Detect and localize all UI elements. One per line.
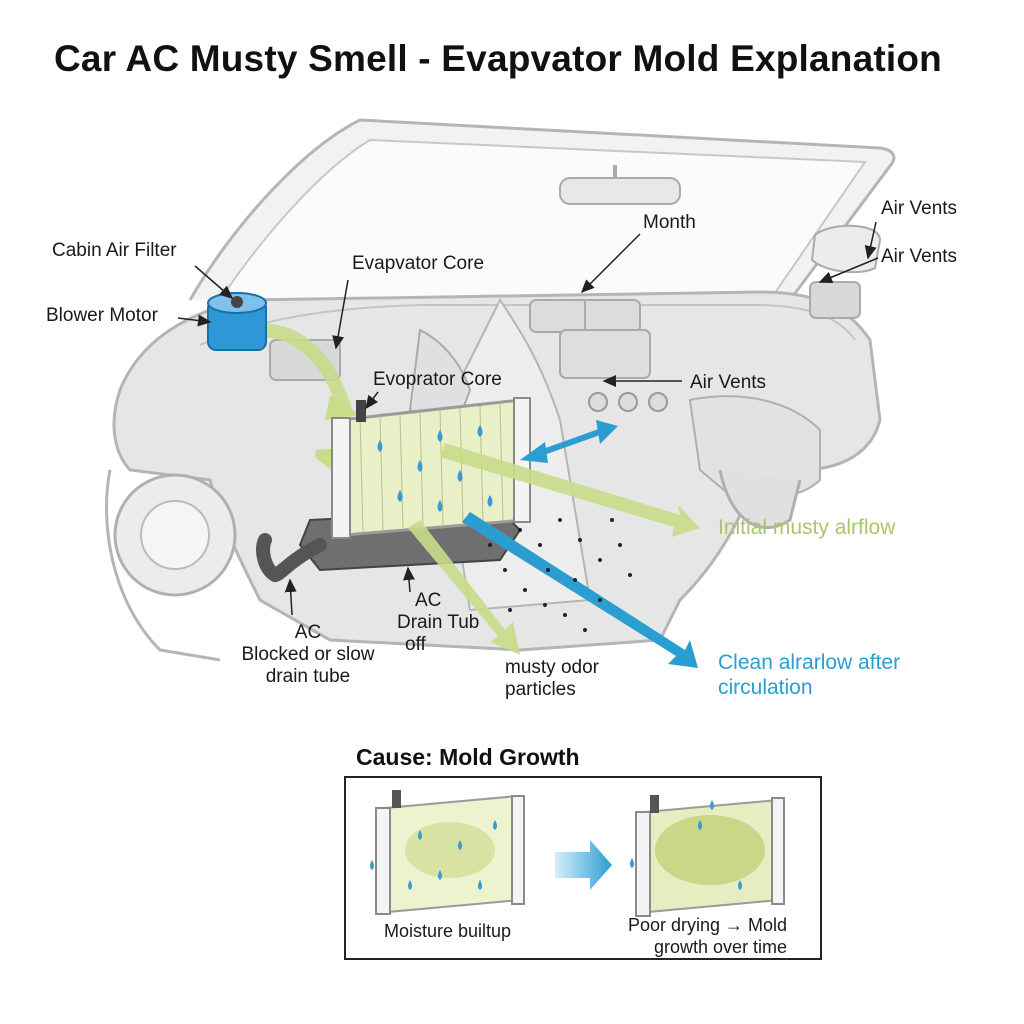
label-clean-airflow-line2: circulation <box>718 676 813 699</box>
caption-mold-growth-line1: Poor drying → Mold <box>628 915 788 935</box>
cause-section-title: Cause: Mold Growth <box>356 744 580 770</box>
label-cabin-air-filter: Cabin Air Filter <box>52 240 177 261</box>
label-air-vents-3: Air Vents <box>690 372 767 393</box>
caption-moisture-buildup: Moisture builtup <box>384 921 512 941</box>
rear-wheel-arch <box>718 469 802 530</box>
label-air-vents-1: Air Vents <box>881 198 958 219</box>
cause-inset-box <box>344 776 822 960</box>
drain-tube <box>256 533 327 583</box>
label-blocked-line3: drain tube <box>265 666 351 687</box>
label-air-vents-2: Air Vents <box>881 246 958 267</box>
front-wheel <box>105 469 237 662</box>
label-clean-airflow-line1: Clean alrarlow after <box>718 651 901 674</box>
label-musty-odor-line1: musty odor <box>505 657 599 678</box>
label-musty-odor-particles: musty odor particles <box>505 657 599 701</box>
label-blocked-line2: Blocked or slow <box>241 644 375 665</box>
label-blower-motor: Blower Motor <box>46 305 158 326</box>
label-blocked-drain-tube: AC Blocked or slow drain tube <box>232 622 384 688</box>
side-mirror <box>810 224 882 274</box>
inset-evaporator-moist <box>370 790 525 915</box>
label-evaporator-core-top: Evapvator Core <box>352 253 485 274</box>
blower-motor-icon <box>207 292 267 351</box>
inset-evaporator-mold <box>630 795 785 917</box>
label-musty-odor-line2: particles <box>505 679 576 700</box>
odor-particles <box>488 518 632 632</box>
label-month: Month <box>643 212 696 233</box>
page-title: Car AC Musty Smell - Evapvator Mold Expl… <box>54 38 942 79</box>
label-initial-musty-airflow: Initial musty alrflow <box>718 516 896 539</box>
windshield-frame <box>188 118 896 301</box>
label-evaporator-core-mid: Evoprator Core <box>373 369 502 390</box>
rearview-mirror <box>559 165 681 205</box>
label-ac-drain-line3: off <box>405 634 426 655</box>
label-ac-drain-line1: AC <box>415 590 442 611</box>
inset-transition-arrow <box>555 840 612 890</box>
label-ac-drain-tub: AC Drain Tub off <box>397 590 479 656</box>
blue-double-arrow <box>520 420 618 463</box>
label-clean-airflow: Clean alrarlow after circulation <box>718 650 900 700</box>
caption-mold-growth: Poor drying → Mold growth over time <box>628 914 787 958</box>
leader-lines <box>177 221 879 616</box>
intake-airflow <box>253 323 360 475</box>
clean-airflow-arrow <box>462 512 698 668</box>
label-ac-drain-line2: Drain Tub <box>397 612 480 633</box>
caption-mold-growth-line2: growth over time <box>654 937 788 957</box>
label-blocked-line1: AC <box>294 622 322 643</box>
musty-airflow-arrow <box>408 443 700 655</box>
